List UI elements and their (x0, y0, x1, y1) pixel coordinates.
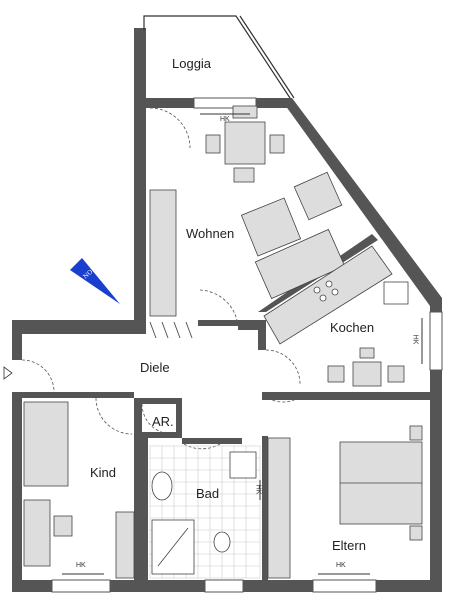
door-swings (21, 107, 301, 450)
room-label-eltern: Eltern (332, 538, 366, 553)
windows (51, 97, 443, 593)
kitchen-furniture (263, 245, 409, 387)
loggia-railing (143, 15, 295, 99)
eltern-furniture (267, 425, 423, 579)
radiators (62, 113, 423, 575)
exterior-walls (12, 28, 442, 592)
room-label-ar: AR. (152, 414, 174, 429)
radiator-label-bad: HK (254, 484, 262, 495)
room-label-diele: Diele (140, 360, 170, 375)
kind-furniture (23, 401, 135, 579)
entry-marker-icon (3, 366, 13, 380)
room-label-wohnen: Wohnen (186, 226, 235, 241)
radiator-label-wohnen: HK (220, 116, 230, 123)
room-label-bad: Bad (196, 486, 220, 501)
radiator-label-kochen: HK (411, 334, 419, 345)
radiator-label-eltern: HK (336, 562, 346, 569)
room-label-loggia: Loggia (172, 56, 212, 71)
bathroom-fixtures (151, 451, 257, 575)
radiator-label-kind: HK (76, 562, 86, 569)
partition-hatching (149, 321, 193, 339)
room-label-kind: Kind (90, 465, 117, 480)
bathroom-tiles (149, 445, 261, 579)
room-label-kochen: Kochen (330, 320, 375, 335)
north-arrow-icon (70, 258, 120, 304)
wohnen-furniture (149, 105, 346, 317)
